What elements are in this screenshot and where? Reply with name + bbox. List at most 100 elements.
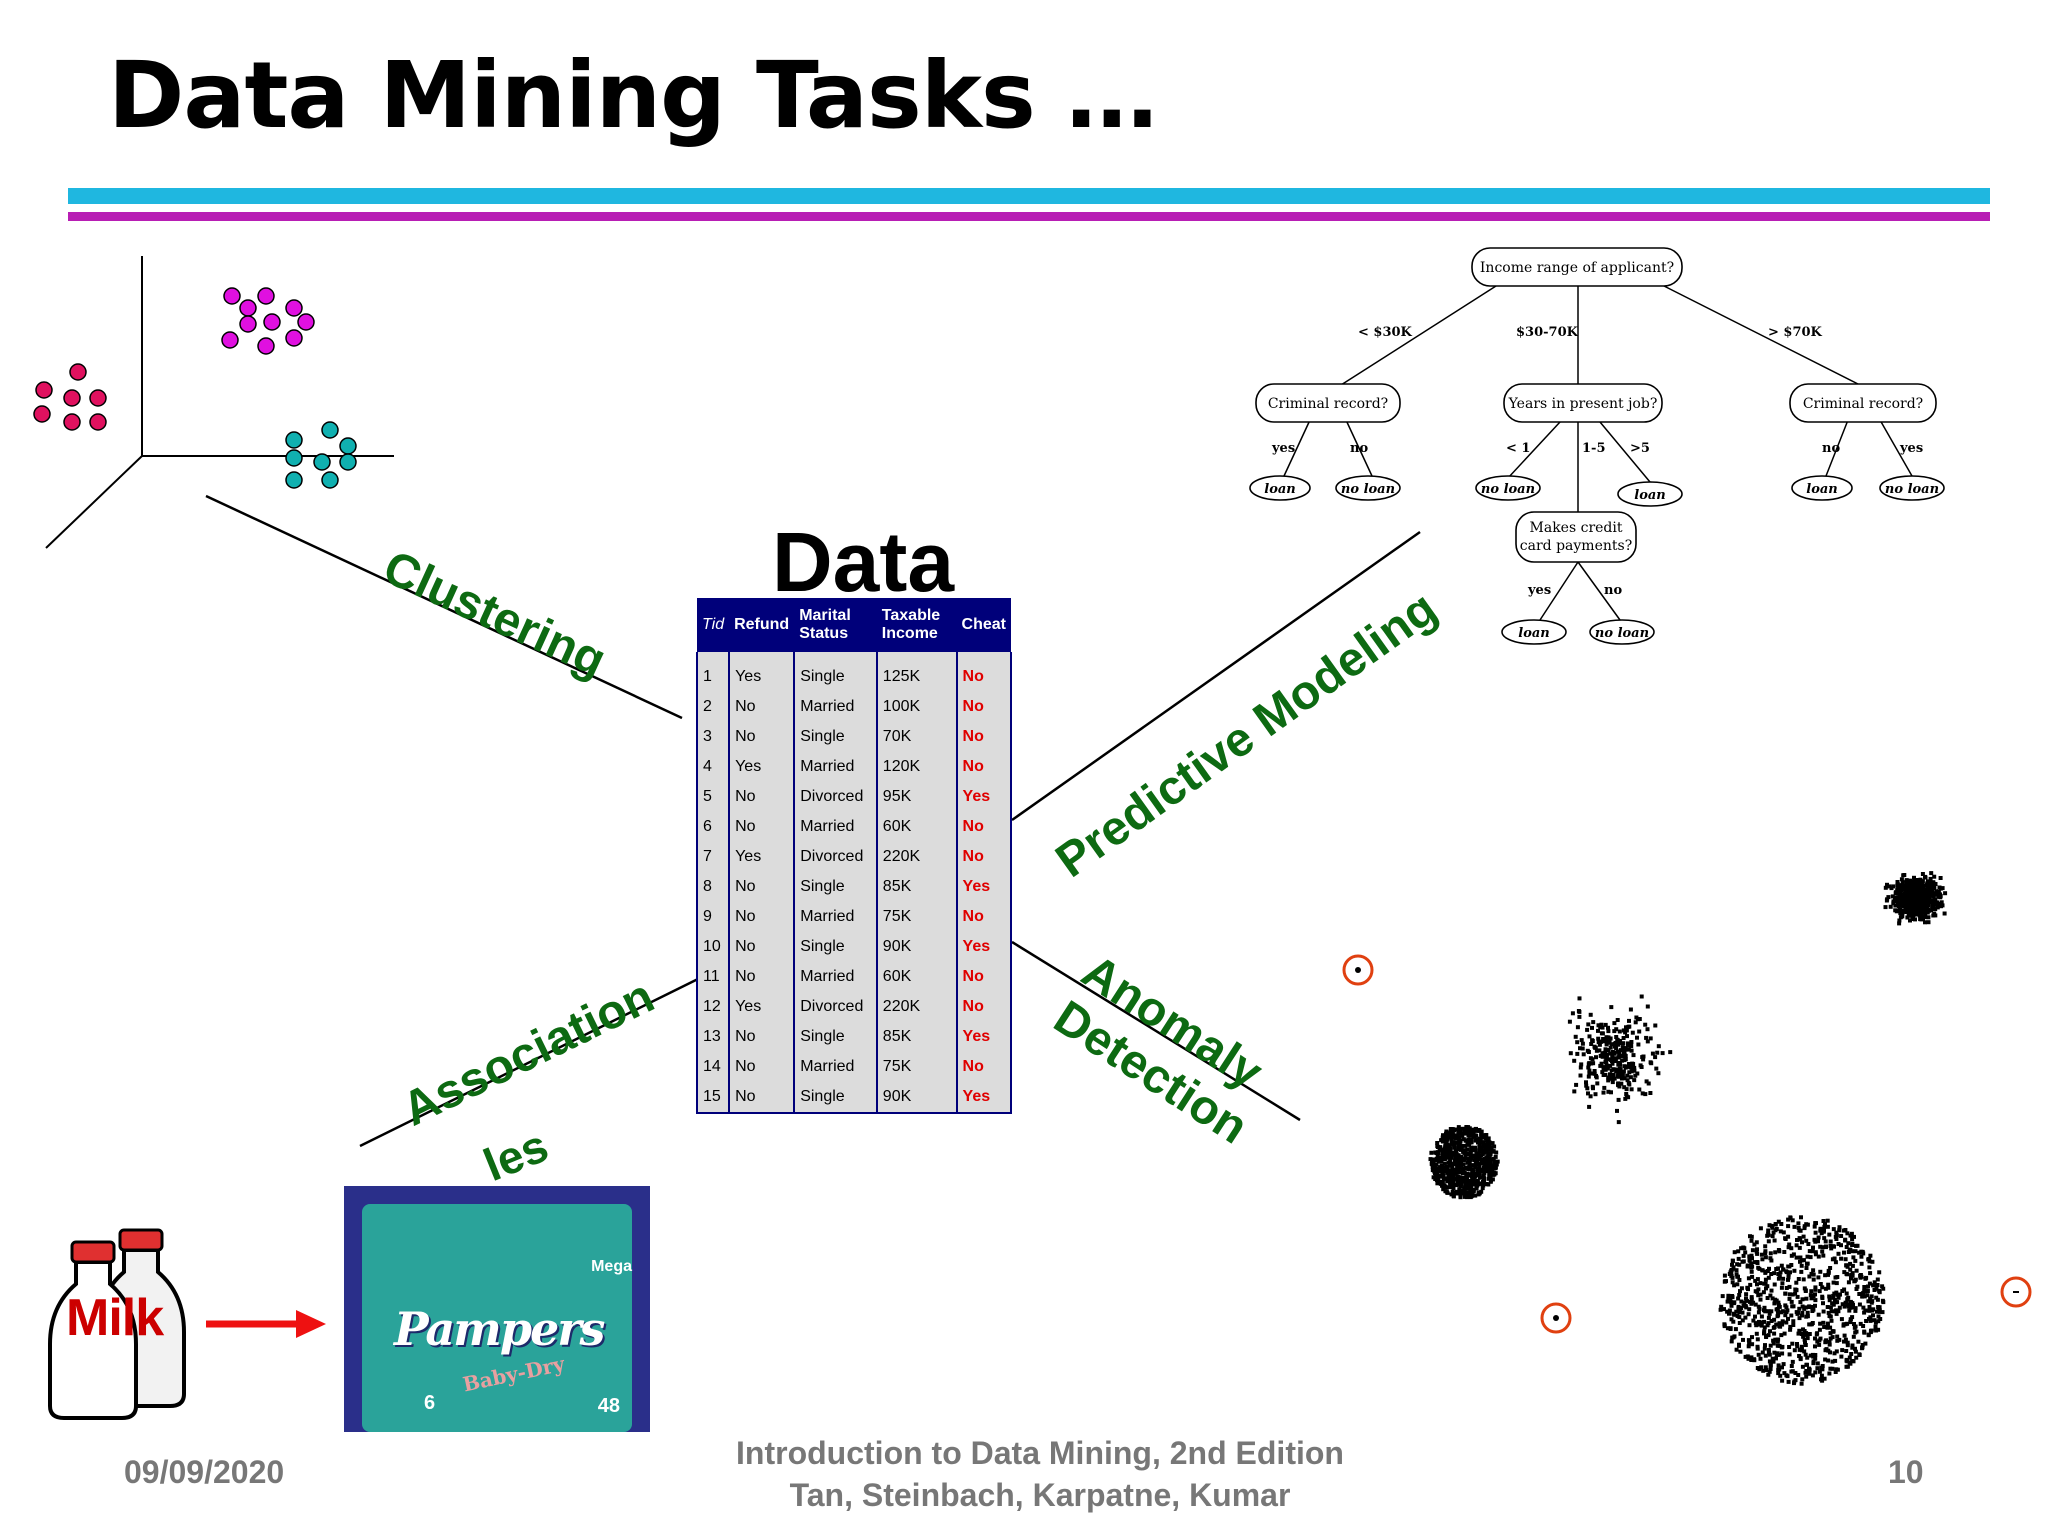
- table-cell: 85K: [875, 872, 957, 902]
- table-cell: No: [728, 692, 795, 722]
- table-cell: Married: [793, 752, 877, 782]
- table-cell: Married: [793, 812, 877, 842]
- table-cell: 60K: [875, 962, 957, 992]
- footer-book-title: Introduction to Data Mining, 2nd Edition: [736, 1435, 1344, 1471]
- connector-anomaly: [1011, 940, 1301, 1122]
- footer-date: 09/09/2020: [124, 1454, 285, 1490]
- table-cell: Yes: [955, 782, 1013, 812]
- tree-right-node: [1789, 383, 1937, 423]
- table-header: Tid: [697, 598, 730, 652]
- table-cell: Married: [793, 1052, 877, 1082]
- table-cell: No: [728, 932, 795, 962]
- cluster-point: [239, 315, 257, 333]
- tree-leaf: [1475, 475, 1541, 501]
- table-cell: No: [728, 902, 795, 932]
- table-cell: Married: [793, 962, 877, 992]
- cluster-point: [89, 389, 107, 407]
- cluster-point: [321, 471, 339, 489]
- table-cell: No: [728, 1082, 795, 1114]
- table-cell: 85K: [875, 1022, 957, 1052]
- cluster-point: [239, 299, 257, 317]
- table-cell: 75K: [875, 902, 957, 932]
- table-cell: 10: [695, 932, 730, 962]
- table-cell: No: [955, 992, 1013, 1022]
- table-cell: 95K: [875, 782, 957, 812]
- tree-payments-node: [1515, 511, 1637, 563]
- cluster-point: [69, 363, 87, 381]
- tree-branch-label: yes: [1899, 441, 1923, 456]
- cluster-point: [223, 287, 241, 305]
- table-cell: Single: [793, 1082, 877, 1114]
- title-rule-magenta: [68, 212, 1990, 221]
- table-cell: No: [955, 1052, 1013, 1082]
- tree-branch-label: < 1: [1506, 441, 1530, 456]
- outlier-ring: [2000, 1276, 2032, 1308]
- table-cell: No: [955, 692, 1013, 722]
- table-cell: Yes: [955, 872, 1013, 902]
- tree-mid-node: [1503, 383, 1663, 423]
- table-cell: 4: [695, 752, 730, 782]
- pampers-size-label: 6: [424, 1392, 436, 1414]
- table-cell: 2: [695, 692, 730, 722]
- data-table: Tid Refund Marital Status Taxable Income…: [695, 598, 1013, 1114]
- tree-root-label: Income range of applicant?: [1480, 260, 1674, 276]
- table-cell: 120K: [875, 752, 957, 782]
- table-cell: No: [728, 962, 795, 992]
- table-header: Taxable Income: [876, 598, 957, 652]
- table-cell: Single: [793, 872, 877, 902]
- cluster-point: [263, 313, 281, 331]
- cluster-point: [221, 331, 239, 349]
- table-cell: 75K: [875, 1052, 957, 1082]
- pampers-box: [362, 1204, 632, 1432]
- table-cell: No: [955, 962, 1013, 992]
- tree-leaf-label: loan: [1518, 626, 1549, 641]
- connector-association: [359, 976, 701, 1148]
- cluster-point: [285, 329, 303, 347]
- cluster-point: [321, 421, 339, 439]
- tree-leaf-label: no loan: [1481, 482, 1535, 497]
- table-cell: No: [728, 722, 795, 752]
- tree-leaf: [1617, 481, 1683, 507]
- cluster-point: [297, 313, 315, 331]
- table-cell: Yes: [955, 932, 1013, 962]
- table-cell: No: [955, 812, 1013, 842]
- pampers-package-image: Mega Pampers Baby-Dry 48 6: [344, 1186, 650, 1432]
- table-header: Cheat: [956, 598, 1011, 652]
- table-cell: 13: [695, 1022, 730, 1052]
- connector-clustering: [205, 494, 683, 720]
- table-cell: 5: [695, 782, 730, 812]
- tree-branch-label: yes: [1271, 441, 1295, 456]
- table-cell: 220K: [875, 992, 957, 1022]
- table-header: Marital Status: [794, 598, 877, 652]
- cluster-point: [63, 389, 81, 407]
- table-cell: No: [955, 722, 1013, 752]
- table-cell: No: [955, 902, 1013, 932]
- anomaly-point-clusters: [1428, 871, 1948, 1386]
- table-cell: Yes: [955, 1082, 1013, 1114]
- tree-branch-label: > $70K: [1768, 325, 1823, 340]
- table-cell: 11: [695, 962, 730, 992]
- table-cell: No: [728, 782, 795, 812]
- table-cell: Married: [793, 902, 877, 932]
- cluster-points: [33, 287, 357, 489]
- table-header: Refund: [729, 598, 795, 652]
- outlier-ring: [1342, 954, 1374, 986]
- table-cell: 90K: [875, 1082, 957, 1114]
- table-cell: 90K: [875, 932, 957, 962]
- slide-title: Data Mining Tasks …: [108, 42, 1158, 149]
- tree-leaf-label: no loan: [1885, 482, 1939, 497]
- title-rule-cyan: [68, 188, 1990, 204]
- cluster-point: [339, 437, 357, 455]
- cluster-point: [257, 287, 275, 305]
- cluster-point: [63, 413, 81, 431]
- tree-leaf-label: loan: [1634, 488, 1665, 503]
- table-cell: Yes: [728, 662, 795, 692]
